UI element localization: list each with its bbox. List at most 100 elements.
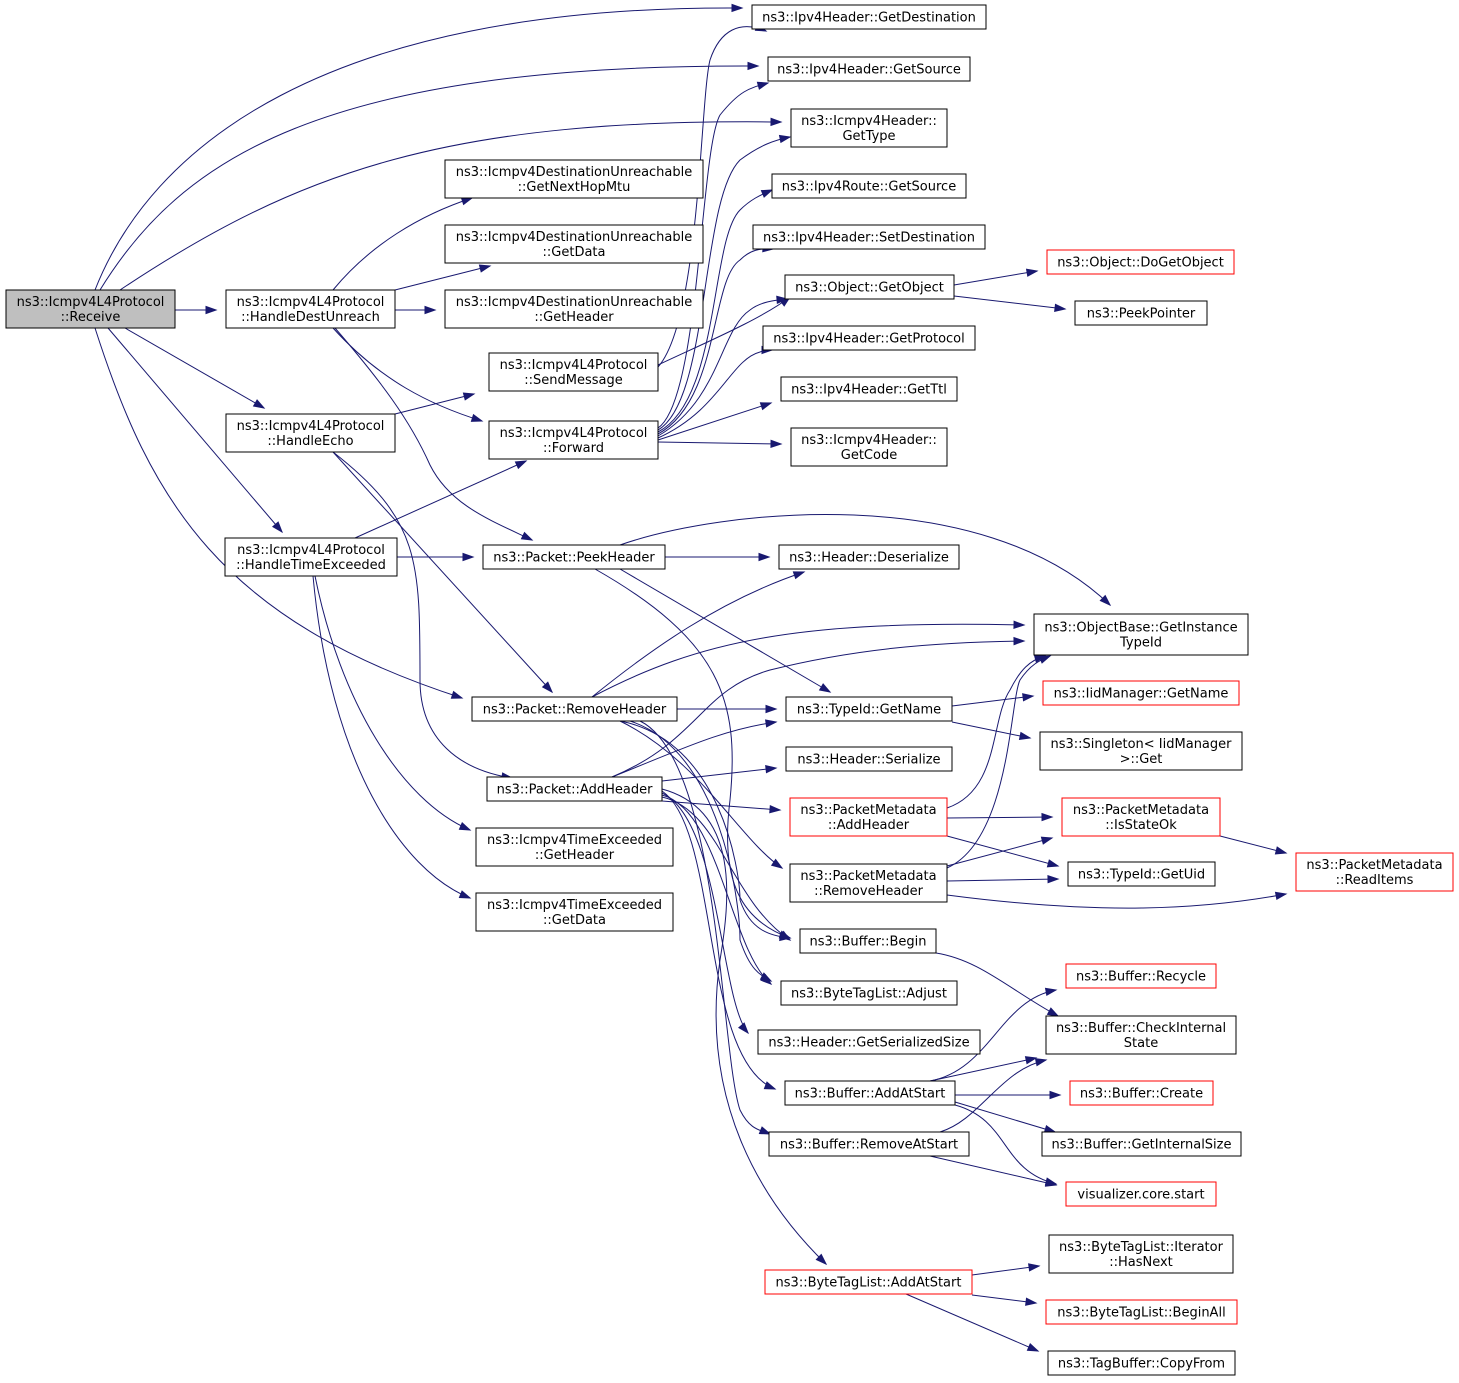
node-singleton-get[interactable]: ns3::Singleton< IidManager>::Get [1039,731,1243,771]
node-label: ns3::Buffer::Begin [809,935,926,950]
node-box [751,4,987,30]
edge-buffer-removeatstart-to-visualizer-core-start [929,1155,1058,1187]
node-bytetaglist-beginall[interactable]: ns3::ByteTagList::BeginAll [1045,1299,1238,1325]
node-box [1061,797,1221,837]
node-object-dogetobject[interactable]: ns3::Object::DoGetObject [1046,249,1235,275]
node-tagbuffer-copyfrom[interactable]: ns3::TagBuffer::CopyFrom [1047,1350,1236,1376]
edge-receive-to-ipv4header-getsource [99,61,760,291]
node-label: ns3::Header::GetSerializedSize [768,1036,969,1051]
node-icmpv4header-getcode[interactable]: ns3::Icmpv4Header::GetCode [790,427,948,467]
node-label: ns3::Ipv4Header::GetProtocol [773,332,965,347]
node-typeid-getuid[interactable]: ns3::TypeId::GetUid [1067,861,1216,887]
edge-receive-to-icmpv4header-gettype [119,117,783,291]
node-ipv4header-getdestination[interactable]: ns3::Ipv4Header::GetDestination [751,4,987,30]
node-buffer-removeatstart[interactable]: ns3::Buffer::RemoveAtStart [768,1131,970,1157]
node-packet-peekheader[interactable]: ns3::Packet::PeekHeader [482,544,666,570]
node-forward[interactable]: ns3::Icmpv4L4Protocol::Forward [488,420,659,460]
arrowhead [756,81,770,90]
node-box [752,224,986,250]
edge-handle-time-exceeded-to-timeexceeded-getdata [312,575,472,899]
edge-packet-addheader-to-packetmetadata-addheader [661,800,782,814]
node-packetmetadata-isstateok[interactable]: ns3::PacketMetadata::IsStateOk [1061,797,1221,837]
edge-packet-addheader-to-header-serialize [661,765,778,782]
node-label: ns3::TypeId::GetUid [1078,868,1205,883]
node-label: ns3::Buffer::Create [1080,1087,1203,1102]
node-iidmanager-getname[interactable]: ns3::IidManager::GetName [1042,680,1240,706]
arrowhead [759,402,773,411]
node-packet-addheader[interactable]: ns3::Packet::AddHeader [486,776,663,802]
node-box [780,980,958,1006]
node-ipv4header-getsource[interactable]: ns3::Ipv4Header::GetSource [767,56,971,82]
node-label: ns3::ByteTagList::BeginAll [1057,1306,1225,1321]
node-buffer-addatstart[interactable]: ns3::Buffer::AddAtStart [784,1080,956,1106]
arrowhead [1046,859,1060,868]
node-ipv4header-setdestination[interactable]: ns3::Ipv4Header::SetDestination [752,224,986,250]
node-typeid-getname[interactable]: ns3::TypeId::GetName [785,696,953,722]
node-icmpv4header-gettype[interactable]: ns3::Icmpv4Header::GetType [790,108,948,148]
arrowhead [1274,846,1288,855]
node-label: TypeId [1119,636,1162,651]
edge-forward-to-ipv4route-getsource [657,189,774,433]
node-header-deserialize[interactable]: ns3::Header::Deserialize [778,544,960,570]
arrowhead [765,719,778,728]
node-handle-time-exceeded[interactable]: ns3::Icmpv4L4Protocol::HandleTimeExceede… [224,537,398,577]
node-buffer-begin[interactable]: ns3::Buffer::Begin [799,928,937,954]
node-timeexceeded-getheader[interactable]: ns3::Icmpv4TimeExceeded::GetHeader [475,827,674,867]
node-label: ::AddHeader [828,818,910,833]
edge-receive-to-handle-dest-unreach [175,305,218,315]
node-timeexceeded-getdata[interactable]: ns3::Icmpv4TimeExceeded::GetData [475,892,674,932]
edge-handle-time-exceeded-to-forward [354,460,528,539]
node-buffer-create[interactable]: ns3::Buffer::Create [1069,1080,1214,1106]
arrowhead [520,531,534,541]
node-packetmetadata-readitems[interactable]: ns3::PacketMetadata::ReadItems [1295,852,1454,892]
node-box [1046,249,1235,275]
arrowhead [792,571,806,580]
node-packetmetadata-removeheader[interactable]: ns3::PacketMetadata::RemoveHeader [789,863,948,903]
node-box [790,427,948,467]
node-sendmessage[interactable]: ns3::Icmpv4L4Protocol::SendMessage [488,352,659,392]
node-handle-dest-unreach[interactable]: ns3::Icmpv4L4Protocol::HandleDestUnreach [225,289,396,329]
node-bytetaglist-addatstart[interactable]: ns3::ByteTagList::AddAtStart [764,1269,973,1295]
node-label: ns3::Buffer::GetInternalSize [1052,1138,1232,1153]
node-destunreach-getheader[interactable]: ns3::Icmpv4DestinationUnreachable::GetHe… [444,289,704,329]
node-object-getobject[interactable]: ns3::Object::GetObject [784,274,955,300]
node-label: ns3::Header::Serialize [797,753,940,768]
node-handle-echo[interactable]: ns3::Icmpv4L4Protocol::HandleEcho [225,413,396,453]
edge-handle-dest-unreach-to-packet-peekheader [334,327,534,541]
node-peekpointer[interactable]: ns3::PeekPointer [1074,300,1208,326]
node-box [1069,1080,1214,1106]
node-packet-removeheader[interactable]: ns3::Packet::RemoveHeader [471,696,678,722]
arrowhead [765,704,778,714]
node-buffer-recycle[interactable]: ns3::Buffer::Recycle [1065,963,1217,989]
node-receive[interactable]: ns3::Icmpv4L4Protocol::Receive [5,289,176,329]
node-label: ns3::PacketMetadata [800,803,936,818]
node-label: ns3::Ipv4Header::GetSource [777,63,961,78]
edge-object-getobject-to-peekpointer [953,295,1067,312]
node-header-getserializedsize[interactable]: ns3::Header::GetSerializedSize [757,1029,981,1055]
node-bytetaglist-iterator-hasnext[interactable]: ns3::ByteTagList::Iterator::HasNext [1048,1234,1234,1274]
node-box [790,108,948,148]
arrowhead [1047,874,1060,884]
edge-handle-dest-unreach-to-destunreach-getheader [395,305,437,315]
node-bytetaglist-adjust[interactable]: ns3::ByteTagList::Adjust [780,980,958,1006]
node-packetmetadata-addheader[interactable]: ns3::PacketMetadata::AddHeader [789,797,948,837]
node-buffer-getinternalsize[interactable]: ns3::Buffer::GetInternalSize [1041,1131,1242,1157]
node-header-serialize[interactable]: ns3::Header::Serialize [785,746,953,772]
node-label: ::GetHeader [535,848,615,863]
node-ipv4header-getttl[interactable]: ns3::Ipv4Header::GetTtl [780,376,958,402]
node-box [488,420,659,460]
arrowhead [747,61,760,71]
node-visualizer-core-start[interactable]: visualizer.core.start [1065,1181,1217,1207]
node-ipv4route-getsource[interactable]: ns3::Ipv4Route::GetSource [771,173,967,199]
edge-handle-echo-to-packet-addheader [332,451,514,781]
node-ipv4header-getprotocol[interactable]: ns3::Ipv4Header::GetProtocol [762,325,976,351]
edge-packet-addheader-to-bytetaglist-adjust [661,794,773,985]
node-destunreach-getdata[interactable]: ns3::Icmpv4DestinationUnreachable::GetDa… [444,224,704,264]
node-destunreach-getnexthopmtu[interactable]: ns3::Icmpv4DestinationUnreachable::GetNe… [444,159,704,199]
node-box [225,413,396,453]
node-label: ns3::Ipv4Route::GetSource [782,180,956,195]
node-label: ::HandleDestUnreach [241,310,380,325]
arrowhead [1046,1007,1060,1017]
